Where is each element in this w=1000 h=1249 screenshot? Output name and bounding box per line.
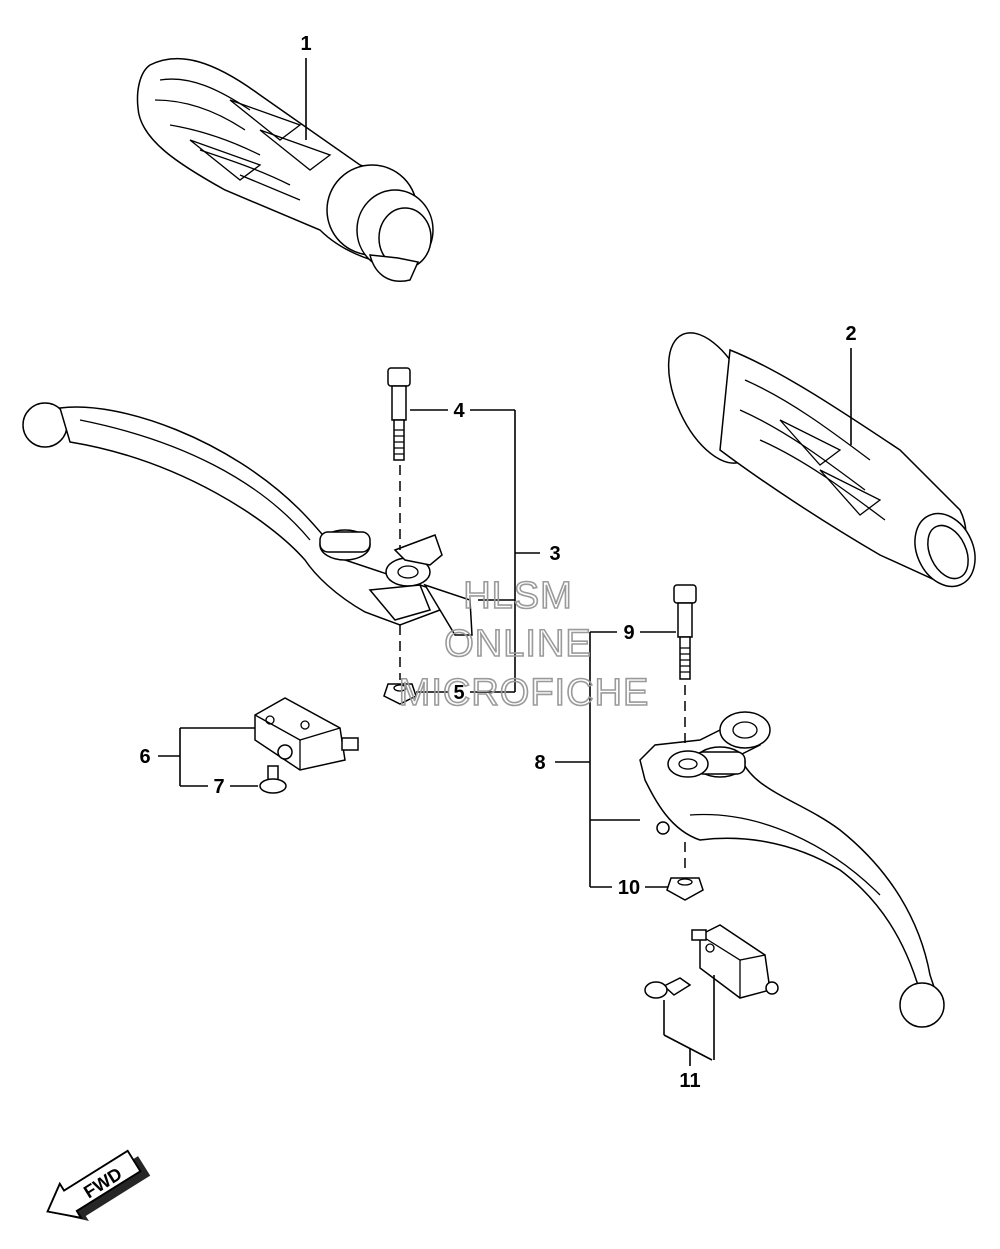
nut-part-10[interactable]	[666, 842, 704, 901]
callout-6: 6	[139, 746, 150, 768]
callout-3: 3	[549, 543, 560, 565]
callout-11: 11	[679, 1070, 700, 1092]
callout-9: 9	[623, 622, 634, 644]
callout-10: 10	[618, 877, 640, 899]
callout-5: 5	[453, 682, 464, 704]
callout-8: 8	[534, 752, 545, 774]
grip-part-2[interactable]	[651, 320, 987, 597]
watermark-line-2: ONLINE	[444, 623, 591, 665]
switch-part-11[interactable]	[644, 924, 779, 999]
screw-part-7[interactable]	[259, 765, 287, 794]
callout-labels: 1 2 3 4 5 6 7 8 9 10 11	[139, 33, 856, 1092]
grip-part-1[interactable]	[136, 57, 434, 282]
watermark-line-3: MICROFICHE	[399, 672, 650, 714]
callout-2: 2	[845, 323, 856, 345]
switch-part-6[interactable]	[254, 697, 359, 771]
callout-7: 7	[213, 776, 224, 798]
lever-part-8[interactable]	[639, 711, 945, 1028]
leader-lines	[158, 58, 852, 1066]
lever-part-3[interactable]	[22, 402, 473, 636]
callout-1: 1	[300, 33, 311, 55]
callout-4: 4	[453, 400, 465, 422]
watermark-line-1: HLSM	[463, 575, 573, 617]
fwd-arrow-icon: FWD	[46, 1149, 151, 1222]
nut-part-5[interactable]	[383, 625, 417, 705]
bolt-part-9[interactable]	[673, 584, 697, 745]
bolt-part-4[interactable]	[387, 367, 411, 550]
watermark: HLSM ONLINE MICROFICHE	[398, 574, 650, 715]
